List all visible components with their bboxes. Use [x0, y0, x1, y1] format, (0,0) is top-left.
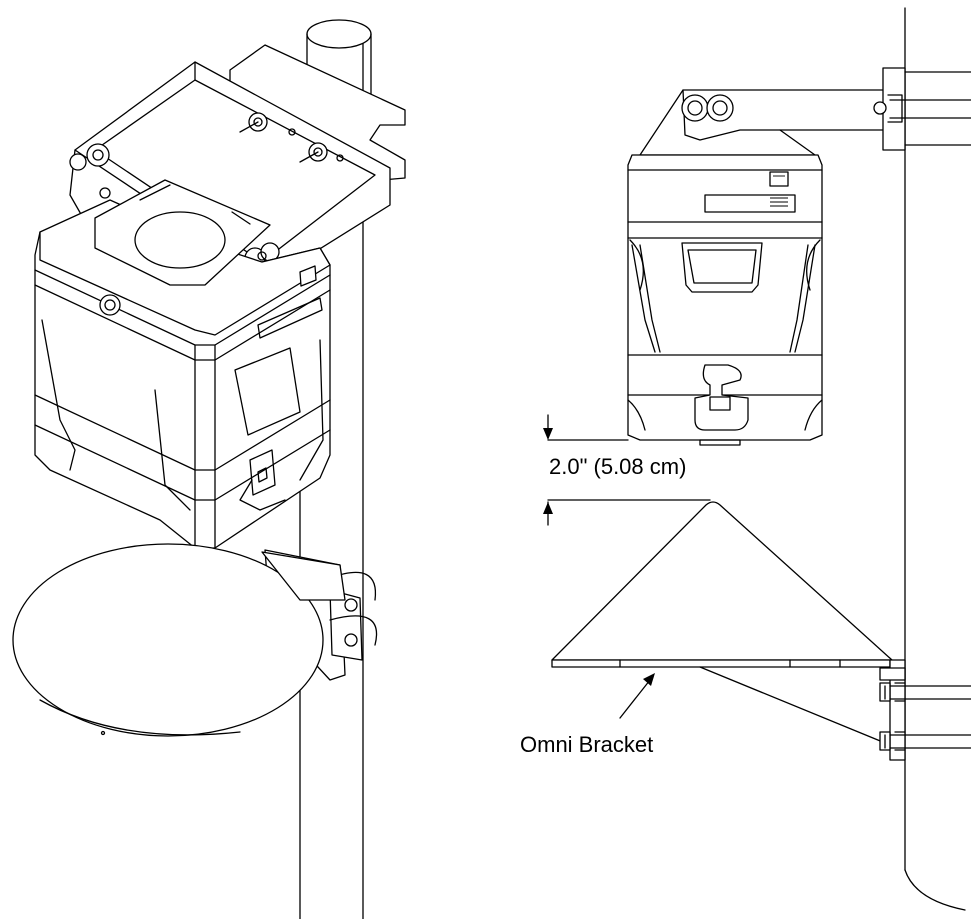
left-top-bracket: [61, 44, 406, 303]
left-device-housing: [34, 179, 331, 549]
left-omni-disk: [12, 543, 346, 737]
right-device-housing: [627, 154, 823, 446]
right-omni-bracket: [551, 501, 971, 761]
omni-bracket-label: Omni Bracket: [520, 732, 653, 757]
left-isometric-view: [12, 19, 406, 919]
dimension-label: 2.0" (5.08 cm): [549, 454, 686, 479]
dimension-indicator: 2.0" (5.08 cm): [543, 414, 711, 526]
right-pole: [904, 7, 966, 911]
bracket-leader-arrow: Omni Bracket: [520, 673, 655, 757]
right-side-view: 2.0" (5.08 cm) Omni Bracket: [520, 7, 971, 911]
right-top-bracket: [639, 67, 971, 156]
